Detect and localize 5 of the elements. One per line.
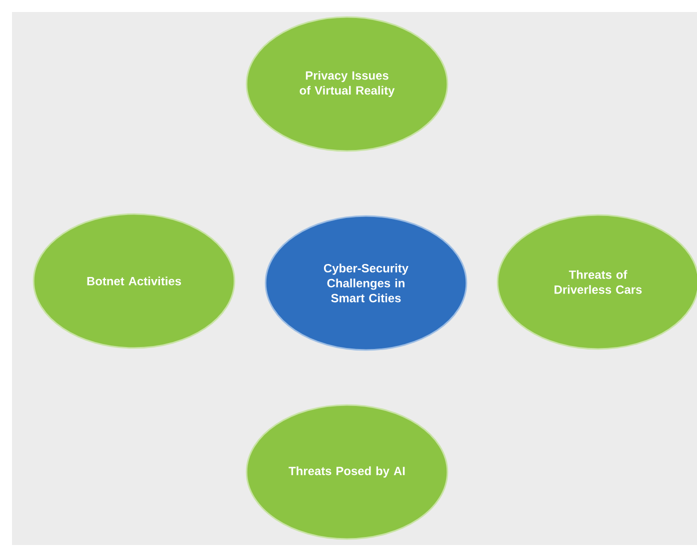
ellipse-node: Botnet Activities — [32, 213, 236, 349]
ellipse-node: Threats Posed by AI — [246, 404, 448, 540]
ellipse-node: Threats of Driverless Cars — [496, 214, 697, 350]
ellipse-node: Cyber-Security Challenges in Smart Cities — [264, 215, 468, 351]
ellipse-node: Privacy Issues of Virtual Reality — [246, 16, 448, 152]
